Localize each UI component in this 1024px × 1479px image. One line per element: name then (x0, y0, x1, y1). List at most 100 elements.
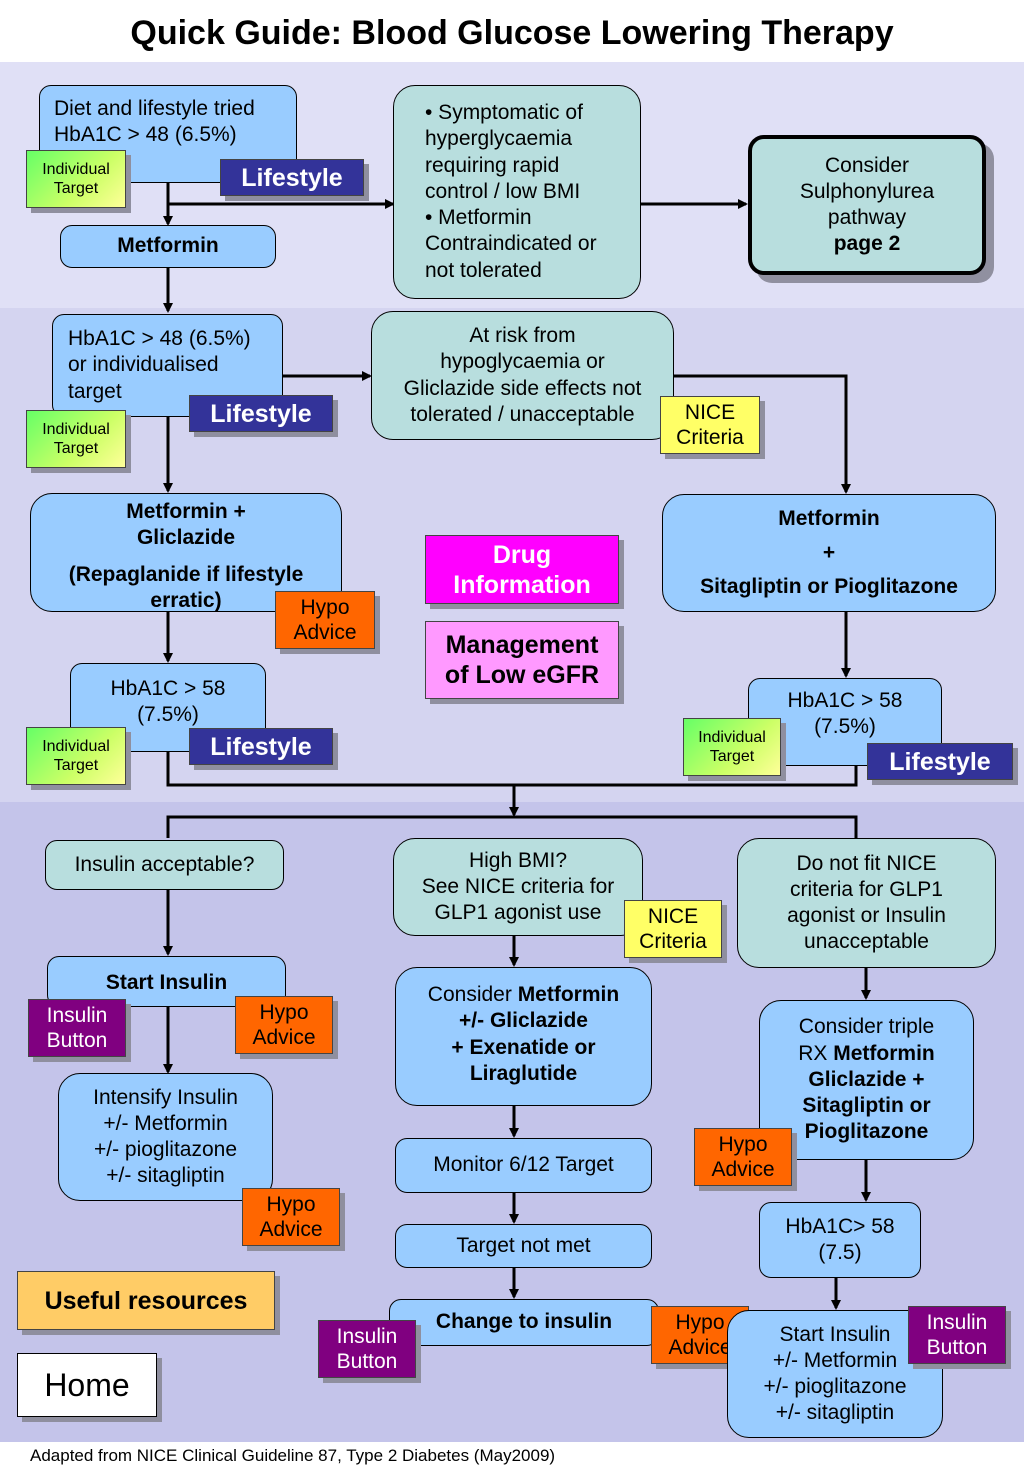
individual-target-label: Target (53, 180, 99, 197)
consider-metformin-glp1-box: Consider Metformin +/- Gliclazide + Exen… (395, 967, 652, 1106)
symptomatic-line-1: • Symptomatic of (425, 101, 583, 125)
low-egfr-management-button[interactable]: Management of Low eGFR (425, 621, 619, 699)
footer-citation: Adapted from NICE Clinical Guideline 87,… (30, 1446, 556, 1465)
sulphonylurea-pathway-link[interactable]: Consider Sulphonylurea pathway page 2 (748, 135, 986, 275)
triple-line-1: Consider triple (798, 1015, 935, 1039)
hba1c75-line-1: HbA1C> 58 (785, 1214, 895, 1238)
individual-target-label: Individual (42, 420, 110, 438)
start-insulin-label: Start Insulin (105, 971, 228, 994)
insulin-button-label: Insulin (336, 1324, 398, 1348)
hypo-advice-label: Advice (711, 1158, 775, 1181)
nice-criteria-label: NICE (647, 904, 699, 928)
at-risk-line-3: Gliclazide side effects not (403, 376, 642, 400)
individual-target-button-1[interactable]: Individual Target (26, 150, 126, 208)
hypo-advice-label: Hypo (259, 1000, 309, 1024)
at-risk-line-4: tolerated / unacceptable (410, 402, 635, 426)
triple-prefix: RX (798, 1041, 834, 1065)
triple-metformin-drug: Metformin (833, 1041, 935, 1065)
triple-line-2: RX Metformin (798, 1041, 935, 1067)
nice-criteria-label: Criteria (639, 930, 707, 953)
high-bmi-line-1: High BMI? (468, 848, 568, 872)
intensify-line-2: +/- Metformin (103, 1111, 228, 1135)
hypo-advice-label: Hypo (718, 1132, 768, 1156)
not-fit-line-1: Do not fit NICE (796, 851, 937, 875)
sulphonylurea-line-3: pathway (827, 206, 907, 229)
start-insulin-2-line-2: +/- Metformin (772, 1348, 898, 1372)
hypo-advice-button-1[interactable]: Hypo Advice (275, 591, 375, 649)
consider-triple-box: Consider triple RX Metformin Gliclazide … (759, 1000, 974, 1160)
hba1c58-left-line-2: (7.5%) (137, 703, 199, 727)
met-sita-line-1: Metformin (778, 506, 880, 530)
useful-resources-button[interactable]: Useful resources (17, 1271, 275, 1330)
hba1c58-right-line-2: (7.5%) (814, 715, 876, 739)
consider-met-line-2: +/- Gliclazide (459, 1009, 588, 1033)
page-title: Quick Guide: Blood Glucose Lowering Ther… (130, 14, 894, 52)
triple-line-5: Pioglitazone (804, 1120, 929, 1144)
individual-target-button-2[interactable]: Individual Target (26, 410, 126, 468)
met-sita-line-2: + (822, 540, 836, 564)
hypo-advice-label: Advice (252, 1026, 316, 1049)
sulphonylurea-page-link[interactable]: page 2 (833, 232, 901, 256)
hba1c-mid-line-3: target (68, 379, 122, 403)
diet-line-2: HbA1C > 48 (6.5%) (54, 123, 237, 147)
hypo-advice-label: Advice (668, 1336, 732, 1359)
at-risk-line-1: At risk from (469, 324, 576, 347)
nice-criteria-button-1[interactable]: NICE Criteria (660, 396, 760, 454)
drug-information-label: Information (453, 570, 591, 599)
monitor-target-box: Monitor 6/12 Target (395, 1138, 652, 1193)
triple-line-3: Gliclazide + (808, 1067, 925, 1091)
not-fit-line-3: agonist or Insulin (787, 904, 946, 927)
consider-metformin-drug: Metformin (517, 983, 620, 1006)
not-fit-line-2: criteria for GLP1 (790, 877, 943, 901)
not-fit-nice-box: Do not fit NICE criteria for GLP1 agonis… (737, 838, 996, 968)
consider-met-line-4: Liraglutide (469, 1061, 578, 1085)
insulin-button-3[interactable]: Insulin Button (908, 1306, 1006, 1364)
lifestyle-button-1[interactable]: Lifestyle (220, 159, 364, 196)
nice-criteria-label: Criteria (676, 426, 744, 449)
hba1c-75-box: HbA1C> 58 (7.5) (759, 1202, 921, 1278)
individual-target-button-3[interactable]: Individual Target (26, 727, 126, 785)
metformin-sitagliptin-box: Metformin + Sitagliptin or Pioglitazone (662, 494, 996, 612)
hba1c-mid-line-2: or individualised (68, 353, 219, 377)
met-glic-line-4: erratic) (150, 588, 222, 612)
met-glic-line-1: Metformin + (126, 500, 246, 523)
nice-criteria-button-2[interactable]: NICE Criteria (624, 900, 722, 958)
insulin-button-label: Insulin (46, 1003, 108, 1027)
symptomatic-line-6: Contraindicated or (425, 232, 597, 256)
drug-information-label: Drug (492, 540, 552, 569)
at-risk-line-2: hypoglycaemia or (440, 350, 605, 374)
consider-prefix: Consider (427, 983, 518, 1006)
insulin-button-1[interactable]: Insulin Button (28, 999, 126, 1057)
insulin-button-2[interactable]: Insulin Button (318, 1320, 416, 1378)
insulin-button-label: Button (46, 1029, 108, 1052)
individual-target-label: Individual (42, 160, 110, 178)
sulphonylurea-line-1: Consider (824, 153, 910, 177)
start-insulin-2-line-3: +/- pioglitazone (763, 1375, 907, 1398)
individual-target-label: Individual (698, 728, 766, 746)
home-button[interactable]: Home (17, 1353, 157, 1417)
low-egfr-label: Management (445, 631, 599, 659)
high-bmi-box: High BMI? See NICE criteria for GLP1 ago… (393, 838, 643, 936)
individual-target-button-4[interactable]: Individual Target (683, 718, 781, 776)
individual-target-label: Individual (42, 737, 110, 755)
intensify-insulin-box: Intensify Insulin +/- Metformin +/- piog… (58, 1073, 273, 1201)
hypo-advice-button-3[interactable]: Hypo Advice (242, 1188, 340, 1246)
hypo-advice-button-2[interactable]: Hypo Advice (235, 996, 333, 1054)
insulin-acceptable-box: Insulin acceptable? (45, 840, 284, 890)
not-fit-line-4: unacceptable (804, 930, 929, 954)
triple-line-4: Sitagliptin or (802, 1094, 931, 1118)
met-sita-line-3: Sitagliptin or Pioglitazone (700, 575, 958, 599)
intensify-line-1: Intensify Insulin (93, 1085, 238, 1109)
hba1c58-left-line-1: HbA1C > 58 (110, 677, 226, 700)
individual-target-label: Target (53, 440, 99, 457)
drug-information-button[interactable]: Drug Information (425, 535, 619, 604)
change-to-insulin-box: Change to insulin (389, 1299, 659, 1346)
lifestyle-button-2[interactable]: Lifestyle (189, 395, 333, 432)
intensify-line-3: +/- pioglitazone (93, 1138, 237, 1161)
start-insulin-2-box: Start Insulin +/- Metformin +/- pioglita… (727, 1310, 943, 1438)
hypo-advice-button-5[interactable]: Hypo Advice (694, 1128, 792, 1186)
lifestyle-button-3[interactable]: Lifestyle (189, 728, 333, 765)
insulin-button-label: Button (336, 1350, 398, 1373)
lifestyle-button-4[interactable]: Lifestyle (867, 743, 1013, 780)
high-bmi-line-3: GLP1 agonist use (434, 901, 602, 925)
